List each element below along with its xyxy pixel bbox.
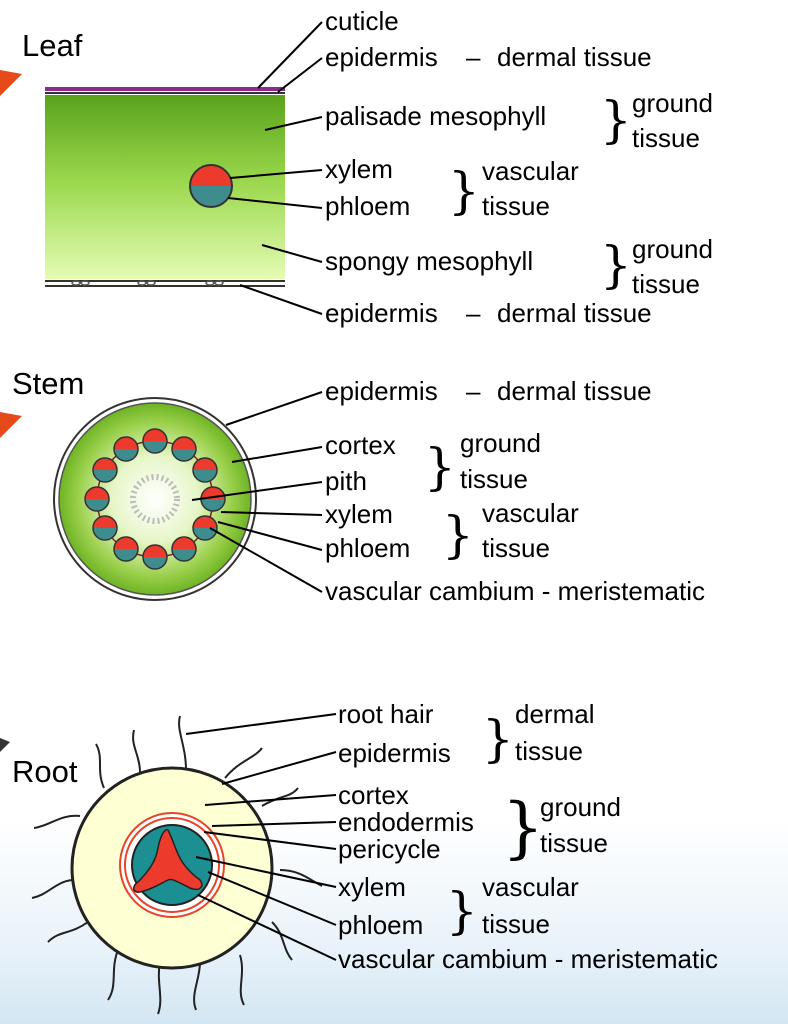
leaf-ground-brace-1: }: [600, 91, 632, 149]
leaf-palisade-label: palisade mesophyll: [325, 101, 546, 131]
root-epidermis-label: epidermis: [338, 738, 451, 768]
leaf-dermal-top-label: dermal tissue: [497, 42, 652, 72]
root-section: Root: [0, 699, 718, 1014]
stem-cortex-label: cortex: [325, 430, 396, 460]
leaf-cuticle: [45, 87, 285, 91]
root-title: Root: [12, 754, 78, 789]
leaf-dash-top: –: [466, 42, 481, 72]
leaf-dash-bottom: –: [466, 298, 481, 328]
root-vascular-a-label: vascular: [482, 872, 579, 902]
root-arrow-icon: [0, 738, 10, 752]
root-ground-brace: }: [502, 789, 544, 866]
leaf-vascular-bundle: [190, 165, 232, 207]
leaf-spongy-label: spongy mesophyll: [325, 246, 533, 276]
leaf-xylem-label: xylem: [325, 154, 393, 184]
leaf-title: Leaf: [22, 28, 83, 63]
stem-phloem-label: phloem: [325, 533, 410, 563]
root-hair-label: root hair: [338, 699, 434, 729]
root-phloem-label: phloem: [338, 910, 423, 940]
leaf-ground1-b-label: tissue: [632, 123, 700, 153]
root-vascular-b-label: tissue: [482, 909, 550, 939]
leaf-section: Leaf cuticle epidermis –: [0, 6, 713, 328]
stem-ground-brace: }: [424, 438, 456, 496]
leaf-ground1-a-label: ground: [632, 88, 713, 118]
stem-ground-a-label: ground: [460, 428, 541, 458]
root-ground-b-label: tissue: [540, 828, 608, 858]
root-cambium-label: vascular cambium - meristematic: [338, 944, 718, 974]
root-vascular-brace: }: [446, 882, 478, 940]
leaf-ground2-a-label: ground: [632, 234, 713, 264]
leaf-epidermis-bottom-label: epidermis: [325, 298, 438, 328]
leaf-vascular-brace: }: [448, 162, 480, 220]
leaf-phloem-label: phloem: [325, 191, 410, 221]
root-pericycle-label: pericycle: [338, 834, 441, 864]
root-xylem-label: xylem: [338, 872, 406, 902]
leaf-arrow-icon: [0, 70, 22, 96]
leaf-epidermis-top-label: epidermis: [325, 42, 438, 72]
stem-title: Stem: [12, 366, 84, 401]
stem-dash: –: [466, 376, 481, 406]
stem-ground-b-label: tissue: [460, 464, 528, 494]
stem-pith-label: pith: [325, 466, 367, 496]
stem-epidermis-label: epidermis: [325, 376, 438, 406]
root-dermal-a-label: dermal: [515, 699, 594, 729]
stem-dermal-label: dermal tissue: [497, 376, 652, 406]
stem-cambium-label: vascular cambium - meristematic: [325, 576, 705, 606]
leaf-ground2-b-label: tissue: [632, 269, 700, 299]
stem-xylem-label: xylem: [325, 499, 393, 529]
leaf-ground-brace-2: }: [600, 236, 632, 294]
root-dermal-brace: }: [482, 710, 514, 768]
root-cortex-label: cortex: [338, 780, 409, 810]
stem-vascular-brace: }: [442, 506, 474, 564]
root-endodermis-label: endodermis: [338, 807, 474, 837]
leaf-cuticle-label: cuticle: [325, 6, 399, 36]
leaf-vascular-b-label: tissue: [482, 191, 550, 221]
stem-arrow-icon: [0, 412, 22, 438]
stem-vascular-b-label: tissue: [482, 533, 550, 563]
leaf-mesophyll: [45, 95, 285, 279]
root-ground-a-label: ground: [540, 792, 621, 822]
stem-vascular-a-label: vascular: [482, 498, 579, 528]
stem-section: Stem epidermis – d: [0, 366, 705, 606]
leaf-dermal-bottom-label: dermal tissue: [497, 298, 652, 328]
root-dermal-b-label: tissue: [515, 736, 583, 766]
leaf-vascular-a-label: vascular: [482, 156, 579, 186]
